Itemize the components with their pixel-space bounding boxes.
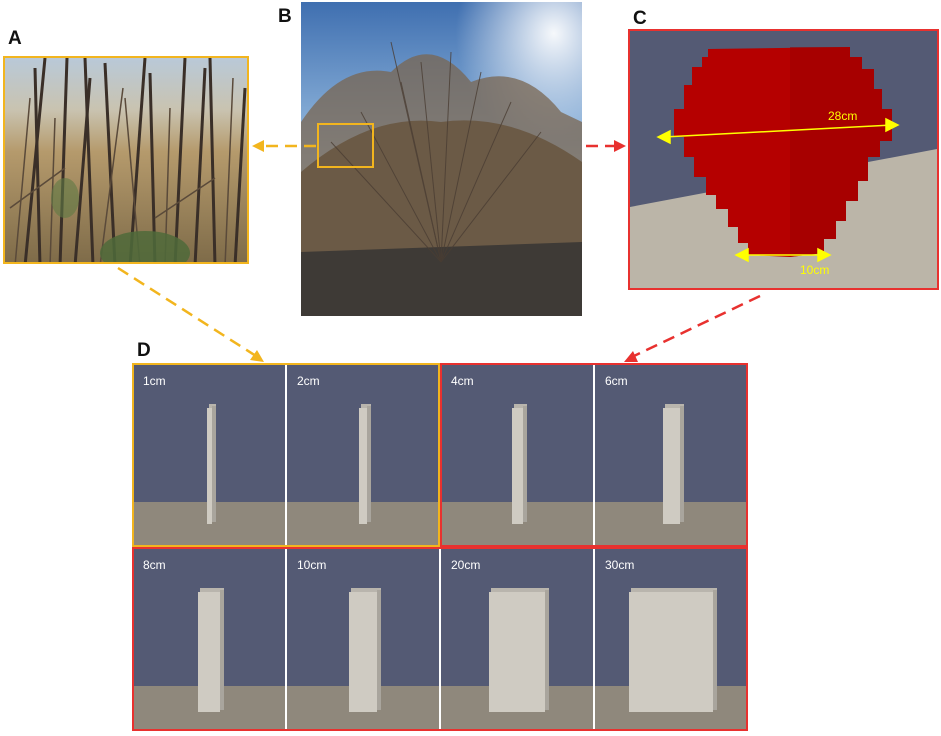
trunk-block-side — [220, 590, 224, 710]
trunk-block-top — [631, 588, 717, 592]
width-cell: 4cm — [441, 364, 593, 546]
trunk-block-top — [351, 588, 381, 592]
width-label: 1cm — [143, 374, 166, 388]
width-cell: 8cm — [133, 548, 285, 730]
branch-closeup-illustration — [5, 58, 247, 262]
trunk-block — [207, 404, 216, 524]
panel-b-shrub-photo — [301, 2, 582, 316]
panel-label-b: B — [278, 6, 292, 27]
trunk-block — [512, 404, 527, 524]
trunk-block-face — [629, 592, 713, 712]
highlight-box — [317, 123, 374, 168]
panel-label-d: D — [137, 340, 151, 361]
width-label: 20cm — [451, 558, 481, 572]
trunk-block — [198, 588, 224, 712]
grid-divider — [133, 546, 747, 548]
trunk-block-side — [212, 406, 216, 522]
trunk-block-side — [713, 590, 717, 710]
trunk-block-side — [545, 590, 549, 710]
measure-width-label: 28cm — [828, 109, 858, 123]
width-cell: 6cm — [595, 364, 747, 546]
panel-label-a: A — [8, 28, 22, 49]
arrowhead-c — [614, 140, 626, 152]
width-label: 10cm — [297, 558, 327, 572]
trunk-block-top — [361, 404, 371, 408]
trunk-block-face — [512, 408, 523, 524]
trunk-block-side — [680, 406, 684, 522]
trunk-block — [349, 588, 381, 712]
trunk-block-top — [200, 588, 224, 592]
trunk-block-face — [207, 408, 212, 524]
trunk-block-top — [491, 588, 549, 592]
trunk-block — [489, 588, 549, 712]
trunk-block-top — [514, 404, 527, 408]
trunk-block — [359, 404, 371, 524]
width-cell: 20cm — [441, 548, 593, 730]
trunk-block-face — [349, 592, 377, 712]
panel-d-width-grid: 1cm 2cm 4cm 6cm 8cm 10cm 20cm 30cm — [132, 363, 748, 731]
width-cell: 30cm — [595, 548, 747, 730]
trunk-block-top — [665, 404, 684, 408]
voxel-shrub-illustration — [630, 31, 937, 288]
trunk-block — [629, 588, 717, 712]
trunk-block-face — [663, 408, 680, 524]
trunk-block-face — [489, 592, 545, 712]
arrowhead-d-yellow — [250, 350, 264, 362]
trunk-block — [663, 404, 684, 524]
width-cell: 10cm — [287, 548, 439, 730]
width-cell: 2cm — [287, 364, 439, 546]
trunk-block-face — [198, 592, 220, 712]
width-label: 8cm — [143, 558, 166, 572]
panel-label-c: C — [633, 8, 647, 29]
trunk-block-face — [359, 408, 367, 524]
shrub-photo-illustration — [301, 2, 582, 316]
width-label: 6cm — [605, 374, 628, 388]
width-label: 2cm — [297, 374, 320, 388]
arrowhead-d-red — [624, 351, 638, 362]
measure-base-label: 10cm — [800, 263, 830, 277]
trunk-block-side — [367, 406, 371, 522]
width-label: 4cm — [451, 374, 474, 388]
panel-c-voxel-model: 28cm 10cm — [628, 29, 939, 290]
panel-a-branch-closeup — [3, 56, 249, 264]
width-cell: 1cm — [133, 364, 285, 546]
trunk-block-side — [523, 406, 527, 522]
arrowhead-a — [252, 140, 264, 152]
trunk-block-side — [377, 590, 381, 710]
width-label: 30cm — [605, 558, 635, 572]
